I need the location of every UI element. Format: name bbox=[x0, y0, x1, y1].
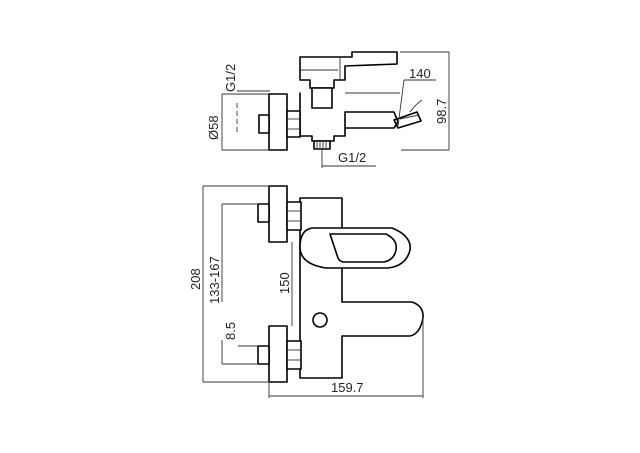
label-spout-angle: 140 bbox=[409, 66, 431, 81]
label-offset: 8.5 bbox=[223, 322, 238, 340]
top-wall-plate bbox=[268, 93, 288, 151]
front-diverter-hole bbox=[312, 312, 328, 328]
front-handle-inset bbox=[329, 233, 398, 263]
top-view: G1/2 Ø58 G1/2 140 98.7 bbox=[206, 51, 450, 168]
label-height: 98.7 bbox=[434, 99, 449, 124]
top-union-nut bbox=[286, 110, 301, 138]
top-body-outline bbox=[299, 51, 398, 89]
front-upper-nut bbox=[286, 201, 302, 231]
front-upper-plate bbox=[268, 185, 288, 243]
label-thread-vertical: G1/2 bbox=[223, 64, 238, 92]
dim-140-line bbox=[397, 79, 405, 127]
label-diameter: Ø58 bbox=[206, 115, 221, 140]
dim-140-arc bbox=[409, 99, 423, 113]
label-depth: 159.7 bbox=[331, 380, 364, 395]
label-center-distance: 133-167 bbox=[207, 256, 222, 304]
label-thread-horizontal: G1/2 bbox=[338, 150, 366, 165]
front-body-outline bbox=[299, 197, 424, 379]
top-spout-mark bbox=[399, 114, 420, 120]
front-upper-eccentric bbox=[257, 203, 270, 223]
top-spout-tip bbox=[393, 111, 422, 129]
top-eccentric bbox=[258, 114, 270, 134]
top-lever bbox=[300, 57, 341, 80]
top-center-block bbox=[311, 87, 333, 109]
top-outlet-thread bbox=[313, 140, 331, 150]
front-view: 208 133-167 8.5 150 159.7 bbox=[188, 185, 424, 398]
label-body-height: 150 bbox=[277, 272, 292, 294]
front-lower-plate bbox=[268, 325, 288, 383]
front-lower-nut bbox=[286, 340, 302, 370]
top-lower-body bbox=[299, 92, 399, 142]
label-total-height: 208 bbox=[188, 268, 203, 290]
front-lower-eccentric bbox=[257, 345, 270, 365]
